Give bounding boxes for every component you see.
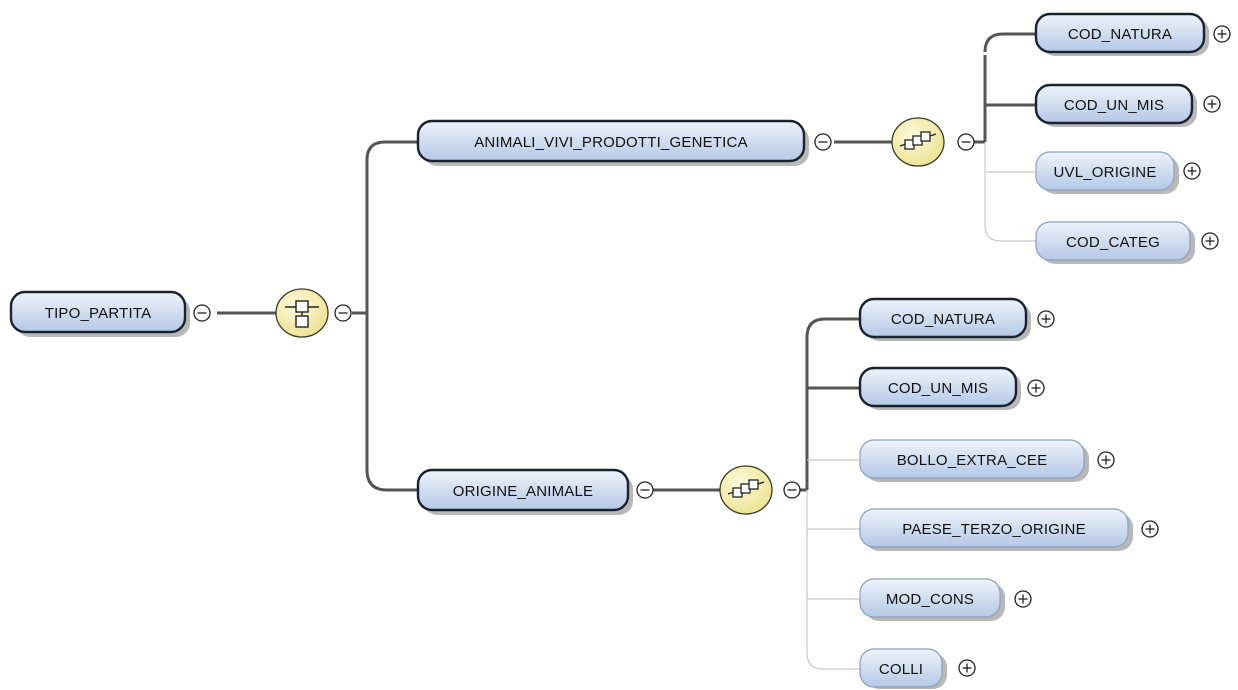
connectors bbox=[217, 32, 1036, 670]
sequence-compositor-icon[interactable] bbox=[719, 465, 773, 515]
expand-toggle-icon[interactable] bbox=[1213, 25, 1231, 43]
node-label: COD_NATURA bbox=[891, 311, 995, 328]
sequence-compositor-icon[interactable] bbox=[891, 117, 945, 167]
node-box bbox=[1035, 221, 1191, 261]
element-node-cod-un-mis[interactable]: COD_UN_MIS bbox=[858, 366, 1021, 410]
element-node-tipo-partita[interactable]: TIPO_PARTITA bbox=[9, 290, 190, 337]
node-label: UVL_ORIGINE bbox=[1053, 164, 1156, 181]
node-box bbox=[859, 508, 1129, 548]
node-box bbox=[859, 439, 1085, 479]
collapse-toggle-icon[interactable] bbox=[193, 304, 211, 322]
expand-toggle-icon[interactable] bbox=[1097, 451, 1115, 469]
node-box bbox=[416, 119, 806, 163]
node-label: BOLLO_EXTRA_CEE bbox=[897, 452, 1048, 469]
element-node-cod-categ[interactable]: COD_CATEG bbox=[1035, 221, 1195, 264]
element-node-uvl-origine[interactable]: UVL_ORIGINE bbox=[1035, 151, 1179, 194]
node-label: COD_UN_MIS bbox=[888, 380, 988, 397]
element-node-animali-vivi-prodotti-genetica[interactable]: ANIMALI_VIVI_PRODOTTI_GENETICA bbox=[416, 119, 809, 166]
collapse-toggle-icon[interactable] bbox=[636, 481, 654, 499]
node-box bbox=[859, 648, 943, 688]
expand-toggle-icon[interactable] bbox=[1183, 162, 1201, 180]
node-box bbox=[1034, 12, 1206, 54]
node-label: ANIMALI_VIVI_PRODOTTI_GENETICA bbox=[474, 134, 748, 151]
expand-toggle-icon[interactable] bbox=[1203, 95, 1221, 113]
element-node-mod-cons[interactable]: MOD_CONS bbox=[859, 578, 1005, 621]
element-node-cod-natura[interactable]: COD_NATURA bbox=[858, 297, 1031, 341]
node-box bbox=[858, 366, 1018, 408]
node-label: ORIGINE_ANIMALE bbox=[453, 483, 594, 500]
expand-toggle-icon[interactable] bbox=[1201, 232, 1219, 250]
element-node-bollo-extra-cee[interactable]: BOLLO_EXTRA_CEE bbox=[859, 439, 1089, 482]
expand-toggle-icon[interactable] bbox=[1141, 520, 1159, 538]
node-label: COD_CATEG bbox=[1066, 234, 1160, 251]
expand-toggle-icon[interactable] bbox=[1014, 590, 1032, 608]
element-node-cod-un-mis[interactable]: COD_UN_MIS bbox=[1034, 83, 1197, 127]
expand-toggle-icon[interactable] bbox=[958, 659, 976, 677]
collapse-toggle-icon[interactable] bbox=[814, 133, 832, 151]
collapse-toggle-icon[interactable] bbox=[783, 481, 801, 499]
expand-toggle-icon[interactable] bbox=[1027, 379, 1045, 397]
collapse-toggle-icon[interactable] bbox=[334, 304, 352, 322]
node-box bbox=[9, 290, 187, 334]
element-node-colli[interactable]: COLLI bbox=[859, 648, 947, 689]
node-box bbox=[1034, 83, 1194, 125]
node-label: COD_NATURA bbox=[1068, 26, 1172, 43]
node-box bbox=[1035, 151, 1175, 191]
node-box bbox=[859, 578, 1001, 618]
node-label: COLLI bbox=[879, 661, 923, 678]
element-node-cod-natura[interactable]: COD_NATURA bbox=[1034, 12, 1209, 56]
node-label: PAESE_TERZO_ORIGINE bbox=[902, 521, 1086, 538]
element-node-origine-animale[interactable]: ORIGINE_ANIMALE bbox=[416, 468, 633, 515]
node-label: TIPO_PARTITA bbox=[45, 305, 152, 322]
node-box bbox=[416, 468, 630, 512]
node-label: COD_UN_MIS bbox=[1064, 97, 1164, 114]
node-box bbox=[858, 297, 1028, 339]
expand-toggle-icon[interactable] bbox=[1037, 310, 1055, 328]
node-label: MOD_CONS bbox=[886, 591, 974, 608]
element-node-paese-terzo-origine[interactable]: PAESE_TERZO_ORIGINE bbox=[859, 508, 1133, 551]
collapse-toggle-icon[interactable] bbox=[957, 133, 975, 151]
choice-compositor-icon[interactable] bbox=[275, 288, 329, 338]
